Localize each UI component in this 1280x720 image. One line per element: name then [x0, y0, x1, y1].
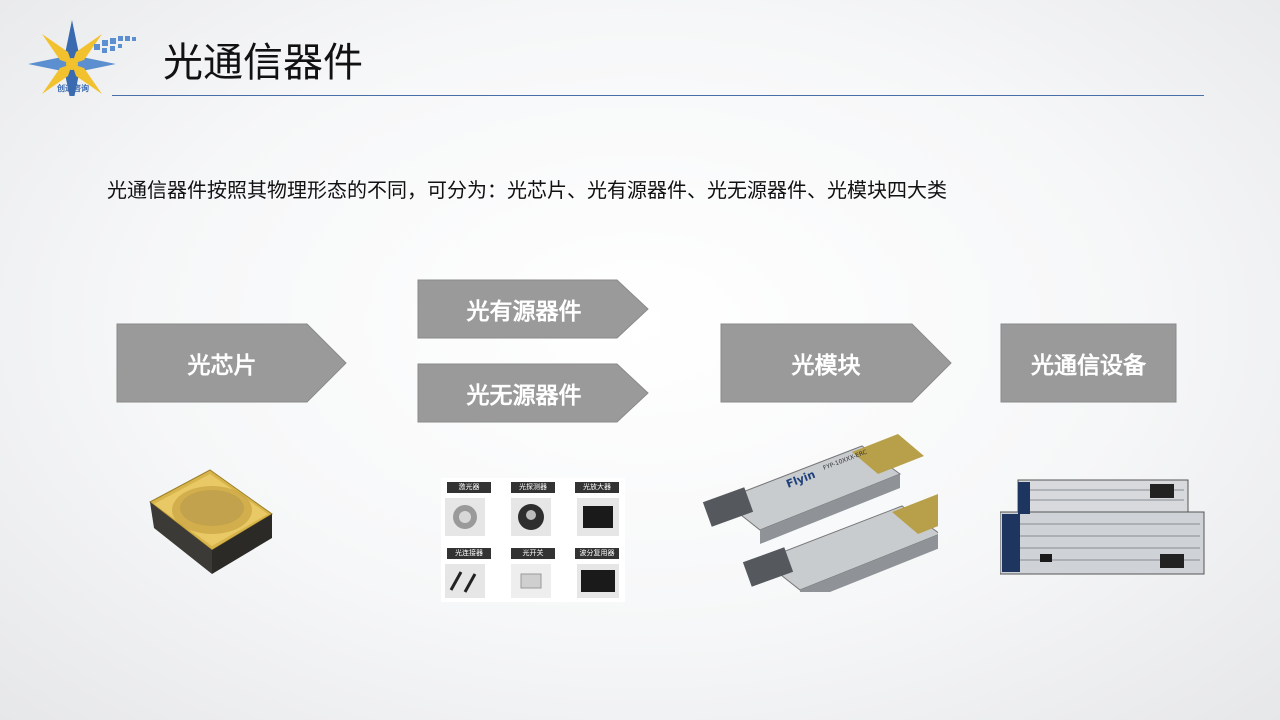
- grid-label: 波分复用器: [575, 548, 619, 559]
- title-divider: [112, 95, 1204, 96]
- flow-label-passive: 光无源器件: [466, 383, 582, 409]
- active-arrow-shape: [417, 279, 649, 339]
- page-subtitle: 光通信器件按照其物理形态的不同，可分为：光芯片、光有源器件、光无源器件、光模块四…: [107, 178, 947, 202]
- grid-label: 光开关: [511, 548, 555, 559]
- flow-label-chip: 光芯片: [187, 353, 257, 379]
- equipment-box-shape: [1000, 323, 1177, 403]
- grid-label: 光连接器: [447, 548, 491, 559]
- passive-arrow-shape: [417, 363, 649, 423]
- flow-label-equipment: 光通信设备: [1031, 353, 1146, 379]
- flow-label-active: 光有源器件: [466, 299, 582, 325]
- equipment-image: [1000, 479, 1205, 575]
- passive-device-grid: 激光器 光探测器 光放大器 光连接器 光开关 波分复用器: [441, 478, 625, 602]
- grid-label: 激光器: [447, 482, 491, 493]
- grid-label: 光放大器: [575, 482, 619, 493]
- grid-label: 光探测器: [511, 482, 555, 493]
- module-arrow-shape: [720, 323, 952, 403]
- logo-text: 创通咨询: [57, 84, 89, 93]
- flow-label-module: 光模块: [791, 353, 861, 379]
- page-title: 光通信器件: [163, 40, 363, 86]
- logo-icon: [28, 20, 136, 96]
- module-image: Flyin FYP-10XXX-ERC: [702, 434, 938, 592]
- chip-image: [149, 469, 273, 574]
- chip-arrow-shape: [116, 323, 347, 403]
